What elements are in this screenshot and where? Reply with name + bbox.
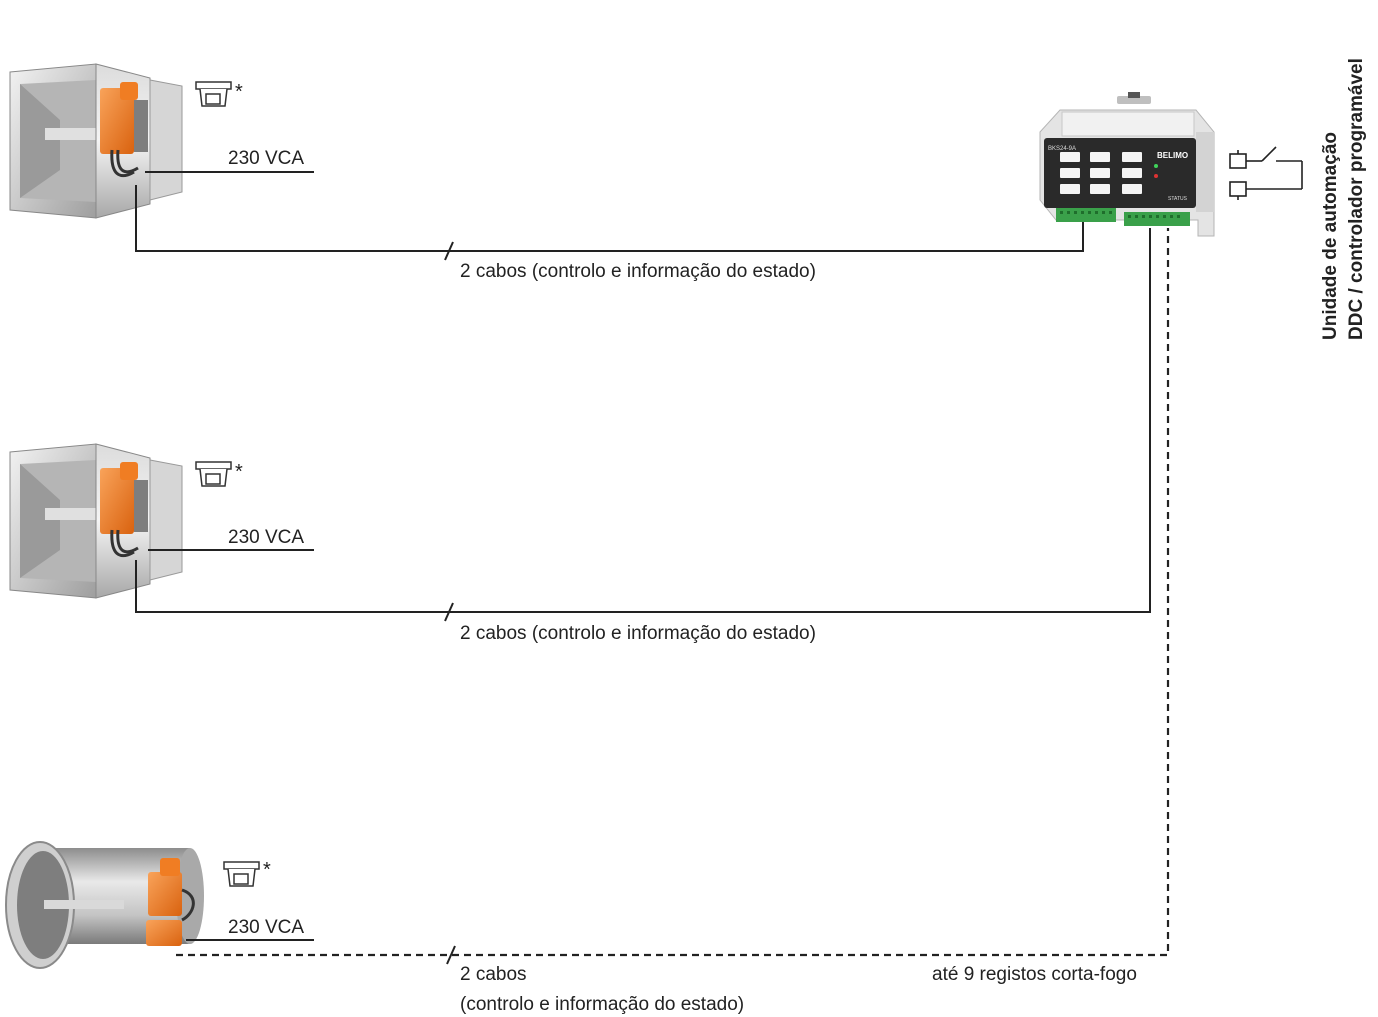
bks24-controller: BKS24-9A BELIMO STATUS (1039, 92, 1215, 237)
smoke-detector-icon (195, 461, 232, 487)
smoke-detector-icon (223, 861, 260, 887)
fire-damper-2 (9, 443, 183, 599)
controller-title-line1: Unidade de automação (1320, 132, 1341, 340)
controller-title-line2: DDC / controlador programável (1346, 58, 1367, 340)
control-cable-1 (135, 185, 1084, 252)
controller-brand-label: BELIMO (1157, 151, 1188, 160)
smoke-detector-icon (195, 81, 232, 107)
control-cable-dashed (176, 228, 1170, 957)
cable-slash-mark (444, 241, 454, 261)
voltage-label: 230 VCA (228, 148, 305, 169)
cable-label: 2 cabos (controlo e informação do estado… (460, 623, 816, 644)
controller-status-label: STATUS (1168, 196, 1188, 202)
detector-asterisk: * (263, 859, 271, 881)
fire-damper-3 (5, 841, 204, 969)
cable-slash-mark (446, 945, 456, 965)
controller-model-label: BKS24-9A (1048, 146, 1076, 152)
detector-asterisk: * (235, 461, 243, 483)
relay-contacts-icon (1229, 146, 1303, 200)
control-cable-2 (135, 228, 1151, 613)
max-dampers-label: até 9 registos corta-fogo (932, 964, 1137, 985)
voltage-label: 230 VCA (228, 917, 305, 938)
cable-short-label: 2 cabos (460, 964, 527, 985)
controller-title: Unidade de automação DDC / controlador p… (1318, 58, 1370, 340)
fire-damper-1 (9, 63, 183, 219)
cable-slash-mark (444, 602, 454, 622)
detector-asterisk: * (235, 81, 243, 103)
cable-label: 2 cabos (controlo e informação do estado… (460, 261, 816, 282)
voltage-label: 230 VCA (228, 527, 305, 548)
cable-detail-label: (controlo e informação do estado) (460, 994, 745, 1015)
